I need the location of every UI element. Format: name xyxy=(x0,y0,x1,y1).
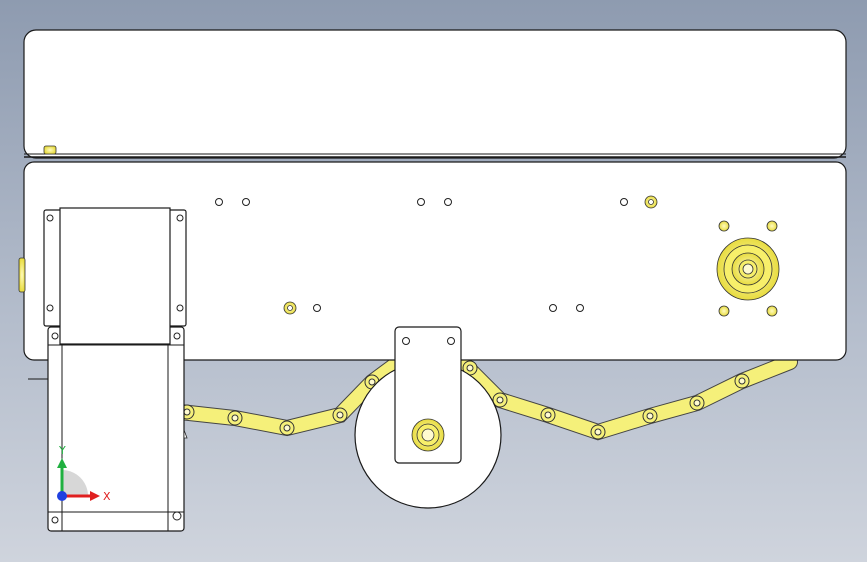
x-axis-arrowhead xyxy=(90,491,100,501)
top-cover xyxy=(23,29,847,159)
side-latch xyxy=(18,257,26,293)
top-cover-latch xyxy=(43,145,57,155)
coordinate-triad: X Y xyxy=(57,444,111,503)
y-axis-arrowhead xyxy=(57,458,67,468)
x-axis-label: X xyxy=(103,490,111,503)
conveyor-chain xyxy=(172,354,798,441)
mounting-holes xyxy=(215,198,628,312)
bolt-heads xyxy=(283,195,658,315)
tension-wheel-assembly xyxy=(354,326,502,509)
z-axis-indicator xyxy=(57,491,67,501)
bearing-assembly xyxy=(716,220,780,317)
main-housing xyxy=(18,161,847,361)
wheel-hub xyxy=(411,418,445,452)
y-axis-label: Y xyxy=(58,444,66,457)
tensioner-bracket xyxy=(394,326,462,464)
drive-housing xyxy=(28,207,188,532)
